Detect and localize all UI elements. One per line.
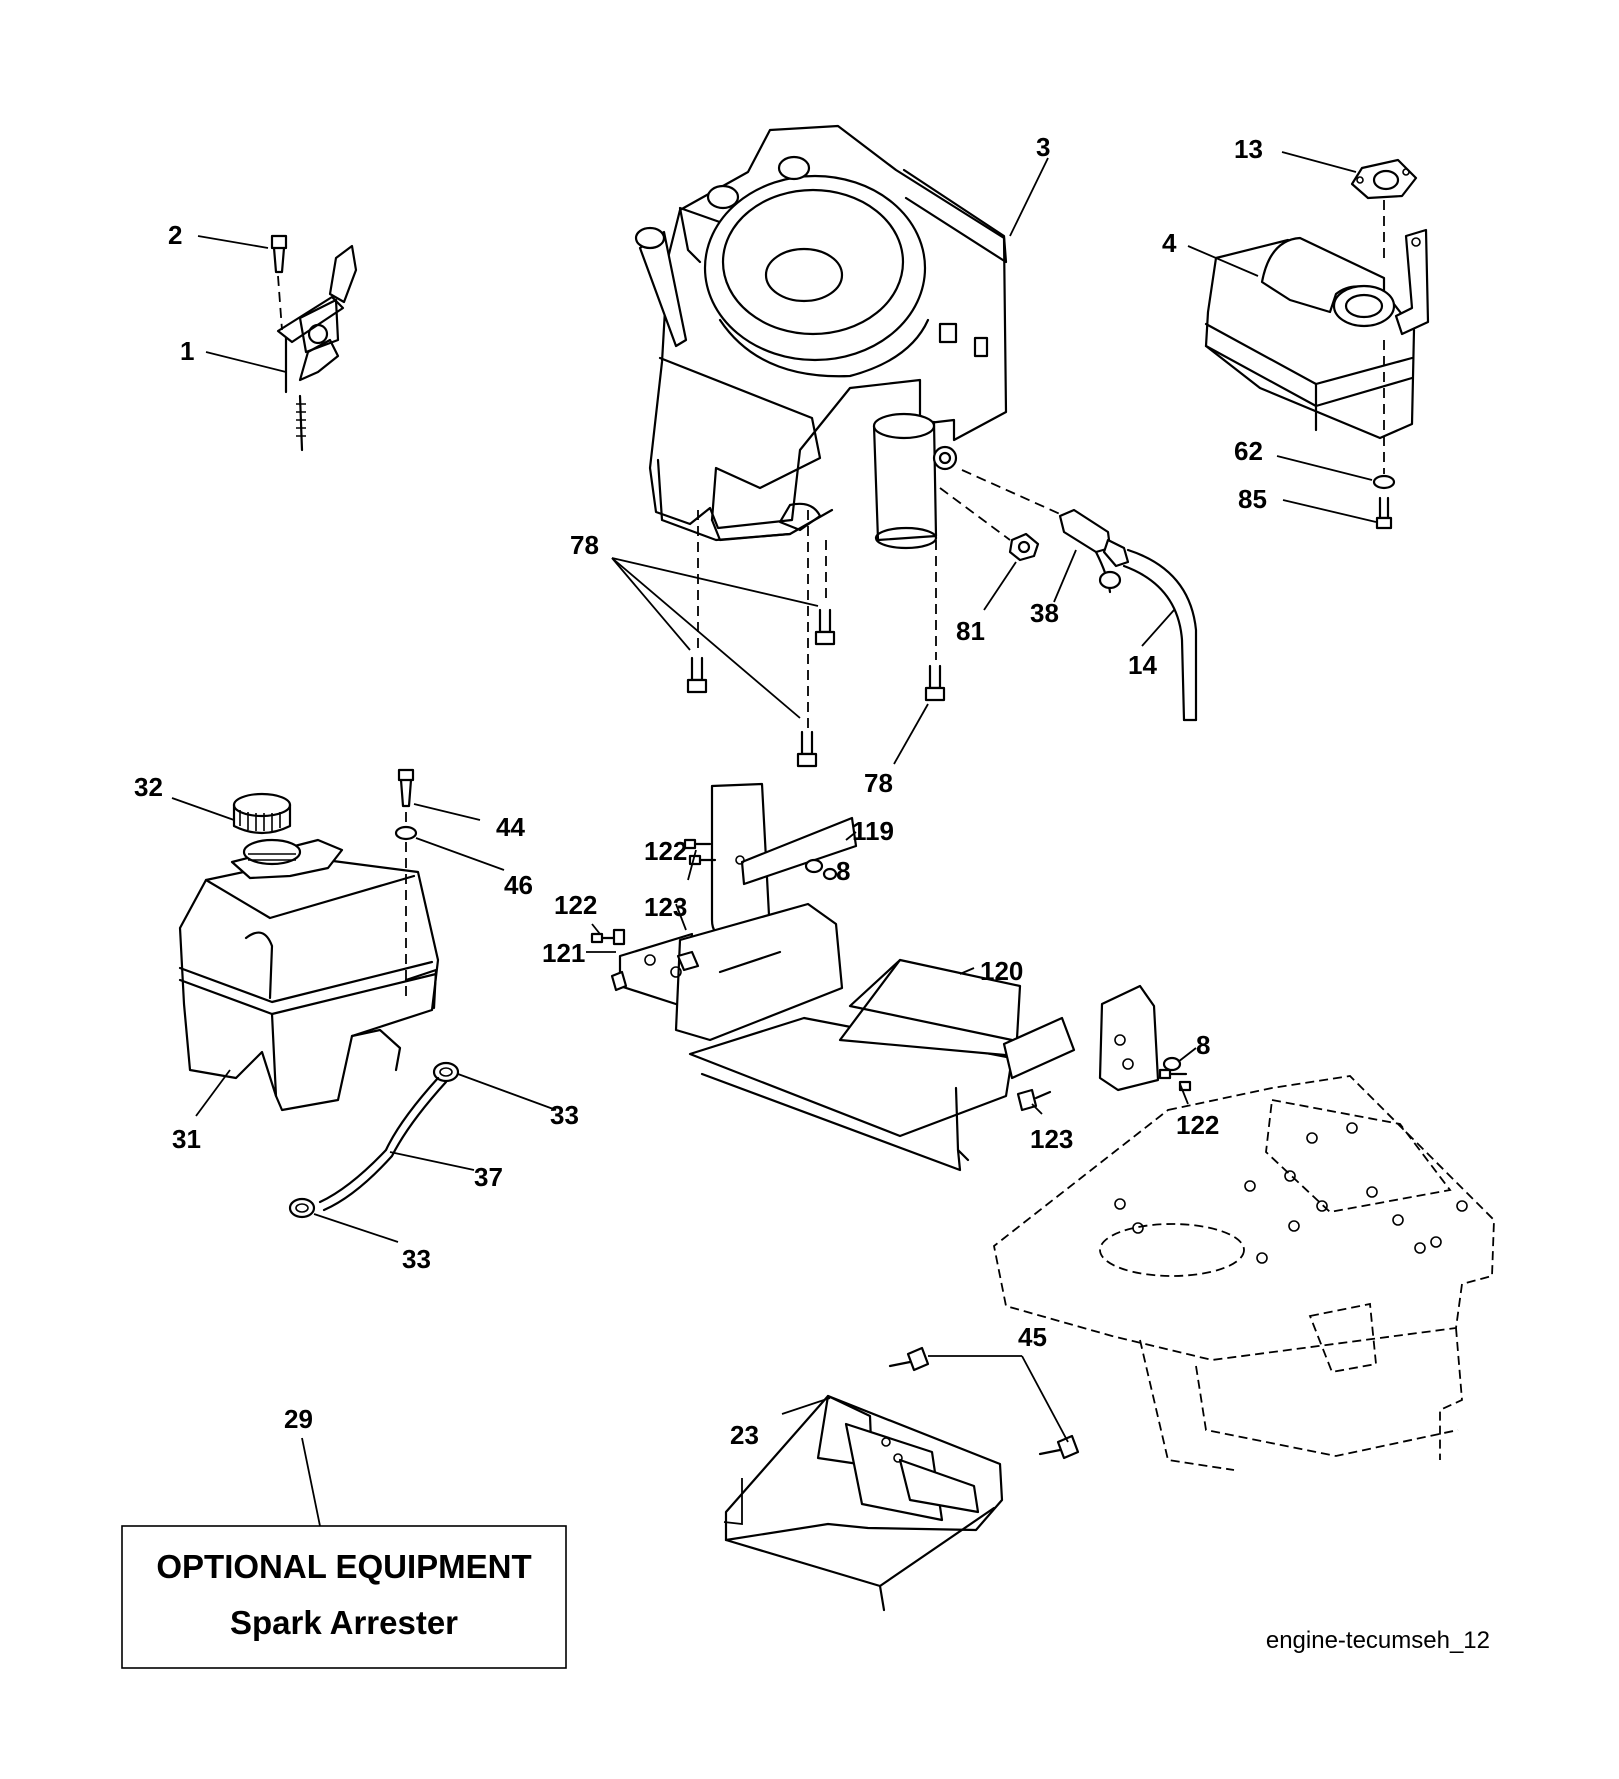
callout-label: 62 xyxy=(1234,436,1263,466)
muffler-gasket xyxy=(1350,158,1418,200)
leader-lines xyxy=(171,151,1377,1527)
mount-bracket xyxy=(618,902,844,1042)
chassis-outline xyxy=(993,1075,1495,1471)
fuel-line xyxy=(318,1076,448,1212)
diagram-file-label: engine-tecumseh_12 xyxy=(1266,1627,1490,1654)
callout-label: 119 xyxy=(852,816,894,846)
tank-washer xyxy=(394,825,418,841)
mount-washer xyxy=(804,858,1182,1072)
callout-label: 4 xyxy=(1162,228,1177,258)
callout-label: 14 xyxy=(1128,650,1157,680)
engine-bolt xyxy=(924,664,946,702)
callout-label: 33 xyxy=(402,1244,431,1274)
plate-bolt xyxy=(1038,1434,1080,1460)
callout-label: 122 xyxy=(1176,1110,1219,1140)
mount-tray xyxy=(688,958,1022,1172)
tank-screw xyxy=(397,768,415,826)
mount-spacer xyxy=(610,970,628,992)
callout-label: 3 xyxy=(1036,132,1050,162)
fuel-tank xyxy=(178,838,440,1112)
fuel-cap xyxy=(232,792,292,835)
muffler xyxy=(1204,228,1430,440)
callout-label: 122 xyxy=(644,836,687,866)
callout-label: 81 xyxy=(956,616,985,646)
throttle-screw xyxy=(270,234,288,331)
optional-equipment-box: OPTIONAL EQUIPMENT Spark Arrester xyxy=(121,1525,567,1669)
callout-label: 122 xyxy=(554,890,597,920)
callout-labels: 2 1 3 4 13 62 85 78 78 81 38 14 32 44 46… xyxy=(134,132,1267,1450)
drain-hose xyxy=(1122,548,1198,722)
mount-screw xyxy=(1158,1068,1192,1092)
muffler-bolt xyxy=(1375,496,1393,530)
callout-label: 33 xyxy=(550,1100,579,1130)
drain-valve xyxy=(1058,508,1130,594)
callout-label: 45 xyxy=(1018,1322,1047,1352)
callout-label: 78 xyxy=(864,768,893,798)
callout-label: 8 xyxy=(836,856,850,886)
callout-label: 44 xyxy=(496,812,525,842)
callout-label: 2 xyxy=(168,220,182,250)
callout-label: 13 xyxy=(1234,134,1263,164)
muffler-washer xyxy=(1372,474,1396,490)
callout-label: 78 xyxy=(570,530,599,560)
hose-clamp xyxy=(288,1197,316,1219)
skid-plate xyxy=(724,1394,1004,1612)
callout-label: 38 xyxy=(1030,598,1059,628)
optional-equipment-title: OPTIONAL EQUIPMENT xyxy=(156,1548,531,1585)
callout-label: 123 xyxy=(644,892,687,922)
throttle-control xyxy=(276,244,358,452)
callout-label: 29 xyxy=(284,1404,313,1434)
callout-label: 8 xyxy=(1196,1030,1210,1060)
callout-label: 32 xyxy=(134,772,163,802)
callout-label: 31 xyxy=(172,1124,201,1154)
engine xyxy=(634,124,1008,550)
plate-bolt xyxy=(888,1346,930,1372)
engine-bolt xyxy=(814,608,836,646)
mount-screw xyxy=(683,838,717,866)
callout-label: 85 xyxy=(1238,484,1267,514)
engine-bolt xyxy=(796,730,818,768)
callout-label: 37 xyxy=(474,1162,503,1192)
drain-nut xyxy=(1008,532,1040,562)
callout-label: 46 xyxy=(504,870,533,900)
callout-label: 120 xyxy=(980,956,1023,986)
callout-label: 23 xyxy=(730,1420,759,1450)
engine-bolt xyxy=(686,656,708,694)
callout-label: 121 xyxy=(542,938,585,968)
callout-label: 1 xyxy=(180,336,194,366)
mount-screw xyxy=(590,928,626,946)
optional-equipment-subtitle: Spark Arrester xyxy=(230,1604,458,1641)
mount-bolt xyxy=(676,950,1052,1112)
callout-label: 123 xyxy=(1030,1124,1073,1154)
mount-side-plate xyxy=(1002,984,1160,1092)
